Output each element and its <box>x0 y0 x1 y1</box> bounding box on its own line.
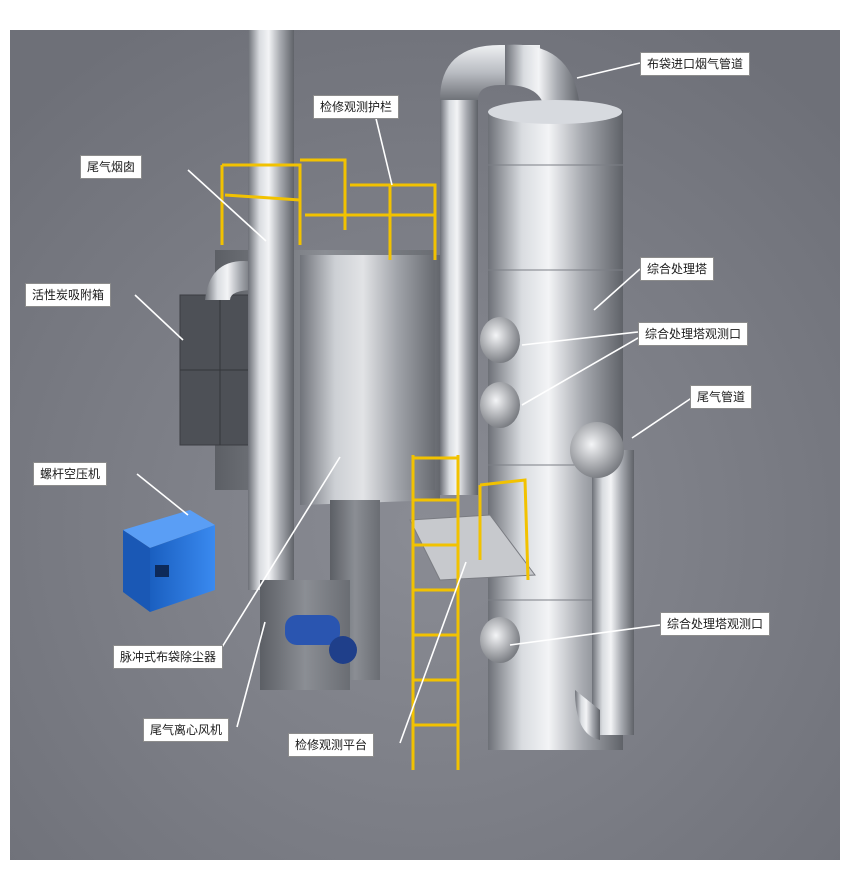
chimney-stack <box>248 30 294 590</box>
centrifugal-fan-assembly <box>260 580 357 690</box>
label-tail-gas-centrifugal-fan: 尾气离心风机 <box>143 718 230 742</box>
platform-and-ladder <box>409 455 536 770</box>
label-integrated-tower: 综合处理塔 <box>640 257 715 281</box>
label-screw-air-compressor: 螺杆空压机 <box>33 462 108 486</box>
label-bag-inlet-flue-pipe: 布袋进口烟气管道 <box>640 52 751 76</box>
label-pulse-bag-dust-collector: 脉冲式布袋除尘器 <box>113 645 224 669</box>
label-activated-carbon-box: 活性炭吸附箱 <box>25 283 112 307</box>
label-maintenance-guardrail: 检修观测护栏 <box>313 95 400 119</box>
label-tail-gas-pipe: 尾气管道 <box>690 385 753 409</box>
label-tower-observation-port-lower: 综合处理塔观测口 <box>660 612 771 636</box>
activated-carbon-box <box>179 261 261 446</box>
label-tower-observation-port-upper: 综合处理塔观测口 <box>638 322 749 346</box>
leader-lines <box>134 62 694 744</box>
inlet-flue-pipe <box>440 44 580 495</box>
tail-gas-pipe-run <box>570 422 634 740</box>
guardrail <box>220 158 437 260</box>
label-tail-gas-chimney: 尾气烟囱 <box>80 155 143 179</box>
screw-air-compressor-unit <box>123 510 215 612</box>
label-maintenance-platform: 检修观测平台 <box>288 733 375 757</box>
